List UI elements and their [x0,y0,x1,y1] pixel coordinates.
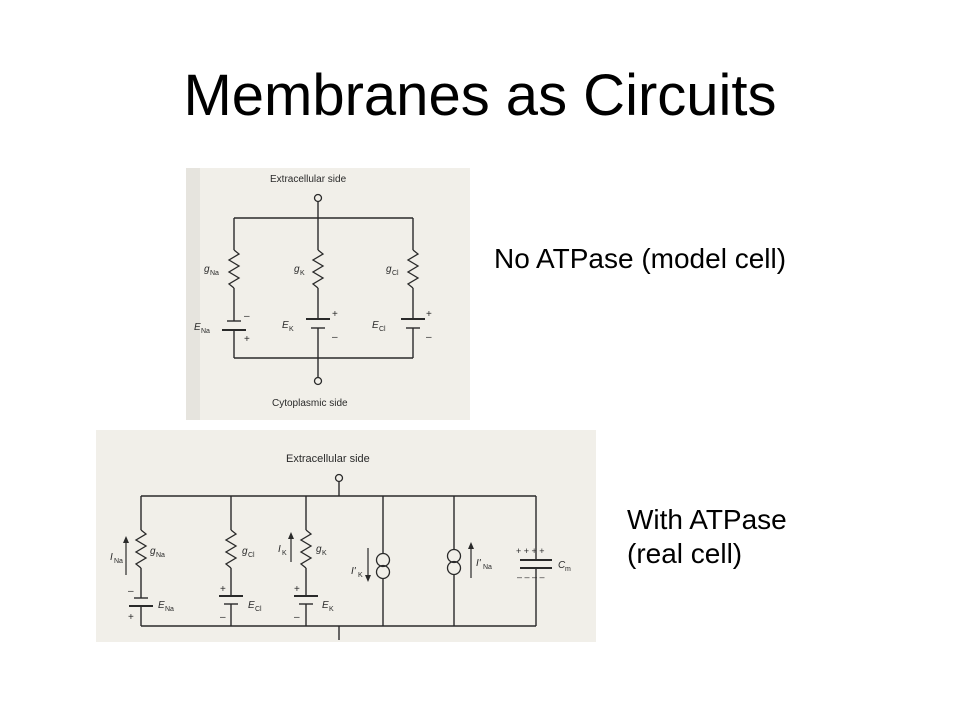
resistor-icon [311,249,325,289]
svg-text:E: E [194,322,201,333]
extracellular-label: Extracellular side [270,174,347,185]
svg-text:K: K [300,270,305,277]
svg-text:–: – [294,612,300,623]
svg-text:g: g [204,264,210,275]
svg-text:C: C [558,560,566,571]
branch-cl: g Cl E Cl + – [219,496,262,626]
svg-text:–: – [332,332,338,343]
resistor-icon [134,529,148,569]
svg-text:+: + [128,612,134,623]
svg-text:+ + + +: + + + + [516,546,545,556]
svg-text:Na: Na [114,558,123,565]
svg-text:I': I' [351,566,357,577]
slide-title: Membranes as Circuits [183,63,777,128]
svg-text:–: – [220,612,226,623]
current-source-icon [375,552,391,568]
svg-text:E: E [158,600,165,611]
branch-k: I K g K E K + – [278,496,334,626]
branch-na: I Na g Na E Na – + [110,496,174,626]
svg-text:g: g [150,546,156,557]
svg-text:Na: Na [165,606,174,613]
svg-text:+: + [244,334,250,345]
svg-text:Cl: Cl [379,326,386,333]
svg-text:–: – [128,586,134,597]
pump-na: I' Na [446,496,492,626]
scan-paper-background [186,168,470,420]
svg-text:K: K [358,572,363,579]
svg-text:g: g [242,546,248,557]
svg-text:K: K [289,326,294,333]
svg-text:g: g [316,544,322,555]
resistor-icon [227,249,241,289]
svg-text:K: K [282,550,287,557]
pump-k: I' K [351,496,391,626]
svg-text:–: – [426,332,432,343]
svg-text:I: I [110,552,113,563]
svg-text:+: + [426,309,432,320]
current-source-icon [446,548,462,564]
resistor-icon [224,529,238,569]
svg-text:I': I' [476,558,482,569]
svg-text:+: + [332,309,338,320]
model-cell-caption: No ATPase (model cell) [494,243,787,274]
svg-text:Cl: Cl [248,552,255,559]
real-cell-caption-line1: With ATPase [627,504,787,535]
real-cell-caption: With ATPase (real cell) [627,503,787,571]
svg-text:E: E [322,600,329,611]
cytoplasmic-label: Cytoplasmic side [272,398,348,409]
scan-edge-shadow [186,168,200,420]
real-cell-caption-line2: (real cell) [627,538,743,569]
membrane-capacitor: + + + + – – – – C m [516,496,571,626]
svg-text:m: m [565,566,571,573]
svg-text:+: + [294,584,300,595]
svg-text:Na: Na [156,552,165,559]
extracellular-label: Extracellular side [286,453,370,465]
branch-cl: g Cl E Cl + – [372,218,432,358]
svg-text:+: + [220,584,226,595]
branch-na: g Na E Na – + [194,218,250,358]
svg-text:I: I [278,544,281,555]
resistor-icon [406,249,420,289]
svg-text:Na: Na [483,564,492,571]
resistor-icon [299,529,313,569]
svg-text:Na: Na [201,328,210,335]
real-cell-circuit-diagram: Extracellular side I Na g Na E Na – + g … [96,430,596,642]
svg-text:K: K [329,606,334,613]
svg-text:g: g [386,264,392,275]
svg-text:Na: Na [210,270,219,277]
svg-text:Cl: Cl [392,270,399,277]
scan-paper-background [96,430,596,642]
svg-text:E: E [372,320,379,331]
svg-text:–: – [244,311,250,322]
svg-text:Cl: Cl [255,606,262,613]
svg-text:E: E [248,600,255,611]
cytoplasmic-terminal [313,376,323,386]
svg-text:– – – –: – – – – [517,572,545,582]
branch-k: g K E K + – [282,218,338,358]
model-cell-circuit-diagram: Extracellular side g Na E Na – + g K E K… [186,168,470,420]
svg-text:K: K [322,550,327,557]
svg-text:g: g [294,264,300,275]
svg-text:E: E [282,320,289,331]
